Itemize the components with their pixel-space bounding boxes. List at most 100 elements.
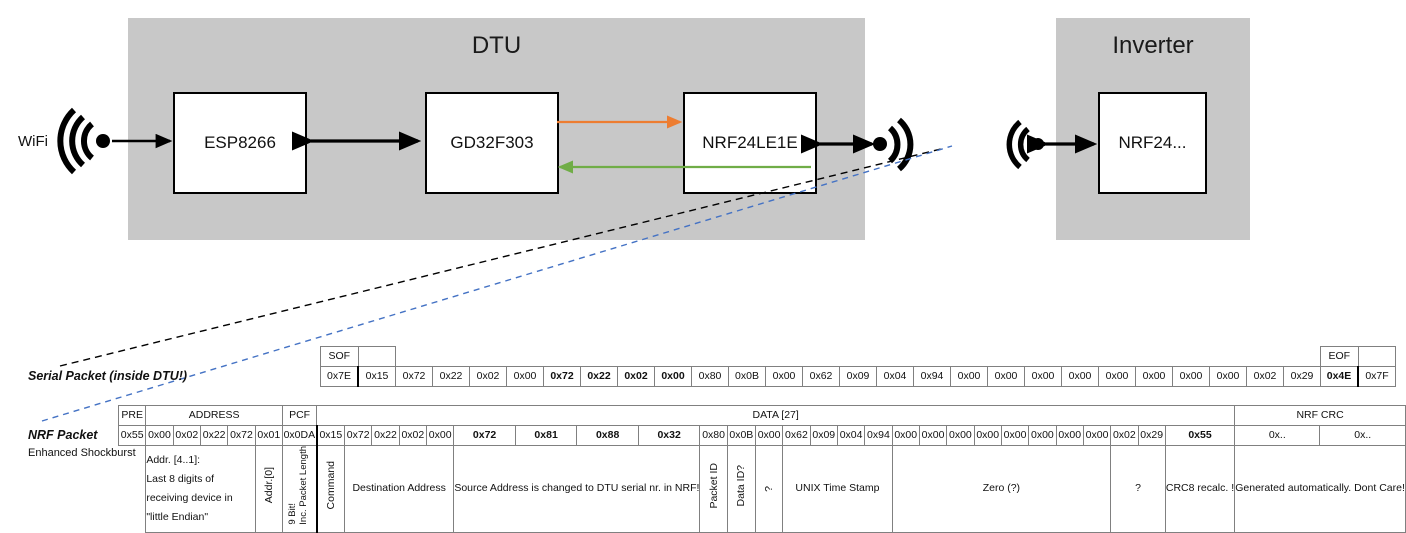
nrf-byte-22: 0x00	[1055, 425, 1084, 446]
nrf-data-header: DATA [27]	[316, 405, 1236, 426]
nrf-packet-table: PRE ADDRESS PCF DATA [27] NRF CRC 0x55 0…	[117, 405, 1406, 533]
serial-byte-3: 0x02	[469, 366, 507, 387]
serial-byte-22: 0x00	[1172, 366, 1210, 387]
nrf-byte-12: 0x62	[782, 425, 811, 446]
desc-data-id: Data ID?	[726, 445, 756, 533]
serial-sof-header: SOF	[320, 346, 359, 367]
dtu-title: DTU	[471, 32, 522, 59]
desc-source: Source Address is changed to DTU serial …	[453, 445, 701, 533]
desc-addr0: Addr.[0]	[254, 445, 283, 533]
wifi-label: WiFi	[18, 133, 48, 150]
nrf-description-row: Addr. [4..1]: Last 8 digits of receiving…	[119, 445, 1406, 533]
chip-nrf24: NRF24...	[1098, 92, 1207, 194]
desc-nrf-crc: Generated automatically. Dont Care!	[1234, 445, 1406, 533]
desc-packet-id: Packet ID	[699, 445, 728, 533]
desc-destination: Destination Address	[344, 445, 455, 533]
nrf-byte-25: 0x29	[1137, 425, 1166, 446]
nrf-byte-21: 0x00	[1028, 425, 1057, 446]
serial-byte-18: 0x00	[1024, 366, 1062, 387]
nrf-byte-3: 0x02	[398, 425, 428, 446]
serial-byte-5: 0x72	[543, 366, 581, 387]
nrf-pcf-value: 0x0DA	[281, 425, 318, 446]
desc-spacer	[119, 446, 146, 533]
nrf-address-byte-0: 0x00	[145, 425, 174, 446]
desc-question: ?	[754, 445, 784, 533]
serial-byte-24: 0x02	[1246, 366, 1284, 387]
serial-byte-14: 0x04	[876, 366, 914, 387]
desc-crc8: CRC8 recalc. !	[1164, 445, 1236, 533]
nrf-byte-8: 0x32	[637, 425, 701, 446]
nrf-pcf-header: PCF	[281, 405, 318, 426]
serial-byte-21: 0x00	[1135, 366, 1173, 387]
desc-address: Addr. [4..1]: Last 8 digits of receiving…	[145, 445, 256, 533]
serial-byte-7: 0x02	[617, 366, 655, 387]
packet-area: Serial Packet (inside DTU!) NRF Packet E…	[0, 300, 1406, 533]
nrf-byte-7: 0x88	[576, 425, 639, 446]
nrf-pre-value: 0x55	[117, 425, 147, 446]
serial-byte-12: 0x62	[802, 366, 840, 387]
nrf-byte-9: 0x80	[699, 425, 728, 446]
serial-byte-0: 0x15	[357, 366, 396, 387]
nrf-byte-20: 0x00	[1000, 425, 1030, 446]
serial-byte-11: 0x00	[765, 366, 803, 387]
nrf-byte-13: 0x09	[809, 425, 838, 446]
serial-eof-value: 0x7F	[1357, 366, 1396, 387]
desc-zero: Zero (?)	[891, 445, 1112, 533]
nrf-byte-1: 0x72	[344, 425, 373, 446]
serial-byte-10: 0x0B	[728, 366, 766, 387]
chip-gd32f303: GD32F303	[425, 92, 559, 194]
serial-packet-label: Serial Packet (inside DTU!)	[28, 369, 188, 383]
nrf-address-byte-1: 0x02	[172, 425, 201, 446]
serial-sof-value: 0x7E	[320, 366, 359, 387]
radio-antenna-inverter-icon	[1006, 119, 1044, 170]
nrf-packet-label: NRF Packet	[28, 428, 98, 442]
nrf-address-byte-3: 0x72	[227, 425, 256, 446]
desc-question2: ?	[1110, 445, 1166, 533]
nrf-crc-byte-1: 0x..	[1319, 425, 1406, 446]
chip-esp8266: ESP8266	[173, 92, 307, 194]
serial-byte-17: 0x00	[987, 366, 1025, 387]
serial-header-spacer	[396, 347, 1321, 367]
enhanced-shockburst-label: Enhanced Shockburst	[28, 447, 136, 459]
desc-pcf-inc: Inc. Packet Length	[298, 446, 310, 525]
nrf-byte-16: 0x00	[891, 425, 920, 446]
nrf-byte-18: 0x00	[946, 425, 975, 446]
nrf-byte-14: 0x04	[836, 425, 866, 446]
nrf-byte-10: 0x0B	[726, 425, 756, 446]
nrf-byte-11: 0x00	[754, 425, 784, 446]
desc-pcf: 9 Bit!Inc. Packet Length	[281, 445, 318, 533]
serial-byte-9: 0x80	[691, 366, 729, 387]
inverter-enclosure: Inverter	[1056, 18, 1250, 240]
nrf-pre-header: PRE	[117, 405, 147, 426]
serial-byte-4: 0x00	[506, 366, 544, 387]
serial-byte-26: 0x4E	[1320, 366, 1359, 387]
serial-byte-23: 0x00	[1209, 366, 1247, 387]
nrf-byte-24: 0x02	[1110, 425, 1139, 446]
radio-antenna-dtu-icon	[873, 117, 914, 172]
serial-byte-19: 0x00	[1061, 366, 1099, 387]
nrf-byte-0: 0x15	[315, 425, 346, 446]
desc-command: Command	[315, 445, 346, 533]
nrf-byte-23: 0x00	[1082, 425, 1112, 446]
chip-nrf24le1e: NRF24LE1E	[683, 92, 817, 194]
serial-byte-6: 0x22	[580, 366, 618, 387]
nrf-header-row: PRE ADDRESS PCF DATA [27] NRF CRC	[117, 405, 1406, 426]
inverter-title: Inverter	[1112, 32, 1194, 59]
nrf-byte-2: 0x22	[371, 425, 400, 446]
nrf-crc-byte-0: 0x..	[1234, 425, 1321, 446]
serial-byte-16: 0x00	[950, 366, 988, 387]
desc-unix: UNIX Time Stamp	[782, 445, 893, 533]
nrf-address-header: ADDRESS	[145, 405, 283, 426]
serial-sof-header-pad	[357, 346, 396, 367]
serial-byte-1: 0x72	[395, 366, 433, 387]
nrf-byte-17: 0x00	[918, 425, 948, 446]
block-diagram: DTU Inverter ESP8266 GD32F303 NRF24LE1E …	[18, 18, 1250, 240]
serial-header-row: SOF EOF	[320, 346, 1396, 367]
nrf-crc-header: NRF CRC	[1234, 405, 1406, 426]
serial-byte-20: 0x00	[1098, 366, 1136, 387]
serial-byte-15: 0x94	[913, 366, 951, 387]
serial-eof-header-pad	[1357, 346, 1396, 367]
